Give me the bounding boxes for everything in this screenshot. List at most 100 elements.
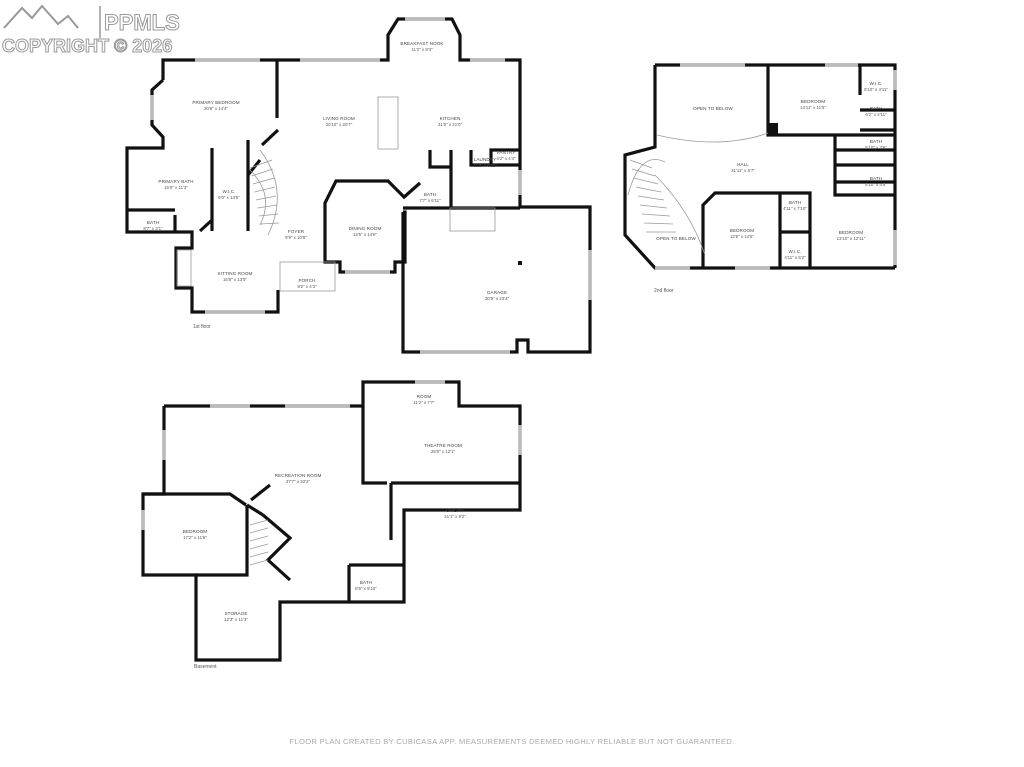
wall bbox=[277, 17, 592, 354]
floor-label-basement: Basement bbox=[194, 664, 217, 670]
room-dimensions: 11'2" x 6'11" bbox=[473, 163, 497, 168]
stair-rail bbox=[654, 174, 706, 256]
room-dimensions: 4'11" x 7'10" bbox=[783, 206, 807, 211]
stair-step bbox=[258, 213, 279, 217]
room-dimensions: 9'2" x 4'3" bbox=[297, 284, 317, 289]
column bbox=[768, 123, 778, 135]
room-name: GARAGE bbox=[487, 290, 507, 295]
wall bbox=[246, 483, 293, 582]
stair-step bbox=[249, 551, 269, 558]
room-name: W.I.C. bbox=[788, 249, 801, 254]
stair-step bbox=[629, 159, 653, 169]
wall bbox=[323, 179, 407, 274]
room-dimensions: 11'2" x 7'7" bbox=[413, 400, 435, 405]
room-dimensions: 5'10" x 3'6" bbox=[865, 145, 887, 150]
room-dimensions: 5'10" x 4'5" bbox=[865, 182, 887, 187]
watermark-brand: PPMLS bbox=[104, 10, 181, 36]
room-name: RECREATION ROOM bbox=[275, 473, 322, 478]
stair-step bbox=[257, 204, 278, 209]
stair-step bbox=[639, 204, 668, 209]
room-name: BATH bbox=[424, 192, 436, 197]
room-dimensions: 7'7" x 6'11" bbox=[419, 198, 441, 203]
fireplace-icon bbox=[176, 249, 192, 287]
stair-step bbox=[249, 519, 269, 526]
room-name: BATH bbox=[789, 200, 801, 205]
floor-label-second: 2nd floor bbox=[654, 288, 674, 294]
room-name: BEDROOM bbox=[183, 529, 208, 534]
stair-rail bbox=[627, 159, 666, 196]
wall bbox=[701, 191, 812, 268]
room-dimensions: 4'11" x 6'2" bbox=[784, 255, 806, 260]
room-name: OPEN TO BELOW bbox=[656, 236, 696, 241]
footer-disclaimer: FLOOR PLAN CREATED BY CUBICASA APP. MEAS… bbox=[290, 737, 735, 746]
stair-step bbox=[252, 177, 275, 185]
room-dimensions: 30'9" x 23'4" bbox=[485, 296, 510, 301]
room-name: THEATRE ROOM bbox=[424, 443, 462, 448]
stair-step bbox=[254, 186, 276, 193]
room-dimensions: 11'2" x 8'3" bbox=[411, 47, 433, 52]
stair-step bbox=[635, 186, 662, 193]
room-dimensions: 37'7" x 32'2" bbox=[286, 479, 311, 484]
watermark-copyright: COPYRIGHT © 2026 bbox=[1, 36, 173, 57]
room-name: DINING ROOM bbox=[349, 226, 382, 231]
room-name: BEDROOM bbox=[839, 230, 864, 235]
stair-step bbox=[641, 213, 671, 217]
details bbox=[176, 96, 778, 566]
room-name: PRIMARY BEDROOM bbox=[192, 100, 239, 105]
room-name: KITCHEN bbox=[440, 116, 461, 121]
room-dimensions: 16'8" x 13'5" bbox=[223, 277, 248, 282]
room-dimensions: 14'11" x 11'5" bbox=[800, 105, 826, 110]
wall bbox=[766, 65, 896, 197]
room-dimensions: 25'8" x 12'1" bbox=[431, 449, 456, 454]
room-name: BATH bbox=[870, 139, 882, 144]
room-dimensions: 4'2" x 4'4" bbox=[496, 156, 516, 161]
room-name: BATH bbox=[147, 220, 159, 225]
stair-step bbox=[260, 222, 280, 225]
watermark bbox=[3, 4, 101, 38]
stair-step bbox=[633, 177, 659, 185]
wall bbox=[246, 128, 280, 176]
room-name: OPEN TO BELOW bbox=[693, 106, 733, 111]
room-name: W.I.C. bbox=[869, 81, 882, 86]
room-dimensions: 13'10" x 12'11" bbox=[837, 236, 866, 241]
room-dimensions: 8'5" x 5'10" bbox=[355, 586, 377, 591]
stair-step bbox=[249, 543, 269, 550]
room-name: ROOM bbox=[417, 394, 432, 399]
stair-step bbox=[637, 195, 665, 201]
room-dimensions: 15'0" x 11'3" bbox=[164, 185, 188, 190]
walls bbox=[125, 17, 897, 662]
room-name: BREAKFAST NOOK bbox=[400, 41, 444, 46]
mountain-logo-icon bbox=[3, 4, 79, 29]
wall bbox=[143, 406, 520, 602]
room-name: W.I.C. bbox=[222, 189, 235, 194]
open-rail bbox=[656, 132, 769, 143]
room-name: LAUNDRY bbox=[474, 157, 497, 162]
room-name: STORAGE bbox=[224, 611, 247, 616]
floor-label-first: 1st floor bbox=[193, 324, 211, 330]
wall bbox=[127, 148, 250, 233]
stair-step bbox=[643, 222, 674, 225]
room-dimensions: 20'10" x 20'7" bbox=[326, 122, 353, 127]
wall bbox=[141, 380, 522, 662]
room-dimensions: 6'2" x 2'11" bbox=[865, 112, 887, 117]
wall bbox=[125, 58, 280, 314]
room-dimensions: 13'5" x 14'8" bbox=[353, 232, 378, 237]
room-name: BEDROOM bbox=[730, 228, 755, 233]
room-dimensions: 8'7" x 3'1" bbox=[143, 226, 163, 231]
room-dimensions: 5'10" x 4'11" bbox=[864, 87, 888, 92]
room-name: FOYER bbox=[288, 229, 305, 234]
wall bbox=[401, 148, 520, 210]
room-name: SITTING ROOM bbox=[218, 271, 253, 276]
room-name: UTILITY bbox=[446, 508, 464, 513]
stair-step bbox=[249, 559, 269, 566]
stair-step bbox=[255, 195, 277, 201]
room-dimensions: 12'9" x 14'5" bbox=[730, 234, 755, 239]
room-name: BATH bbox=[870, 106, 882, 111]
stair-step bbox=[249, 535, 269, 542]
stair-step bbox=[631, 168, 656, 177]
fireplace-icon bbox=[377, 96, 399, 150]
stair-step bbox=[249, 527, 269, 534]
room-dimensions: 21'1" x 9'2" bbox=[444, 514, 466, 519]
